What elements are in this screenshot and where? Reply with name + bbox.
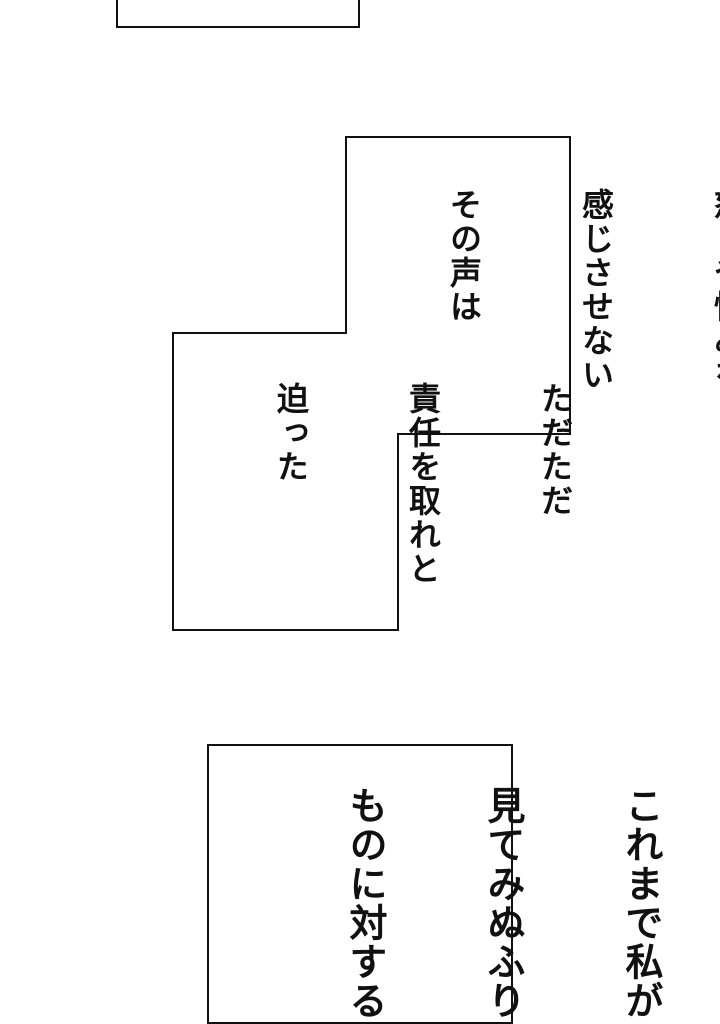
caption-line: これまで私が xyxy=(619,786,664,1020)
caption-line: 怒りや恨みを xyxy=(709,188,720,392)
caption-line: 迫った xyxy=(272,382,310,484)
middle-caption-text-lower: ただただ 責任を取れと 迫った xyxy=(225,382,665,586)
top-caption-box xyxy=(116,0,360,28)
middle-caption-box xyxy=(172,136,571,631)
middle-caption-text-upper: 怒りや恨みを 感じさせない その声は xyxy=(398,188,720,392)
caption-line: ただただ xyxy=(536,382,574,518)
bottom-caption-text: これまで私が 見てみぬふり ものに対する xyxy=(296,786,720,1020)
caption-line: 見てみぬふり xyxy=(481,786,526,1020)
caption-line: ものに対する xyxy=(343,786,388,1020)
bottom-caption-box xyxy=(207,744,513,1024)
caption-line: その声は xyxy=(445,188,483,324)
caption-line: 感じさせない xyxy=(577,188,615,392)
caption-line: 責任を取れと xyxy=(404,382,442,586)
